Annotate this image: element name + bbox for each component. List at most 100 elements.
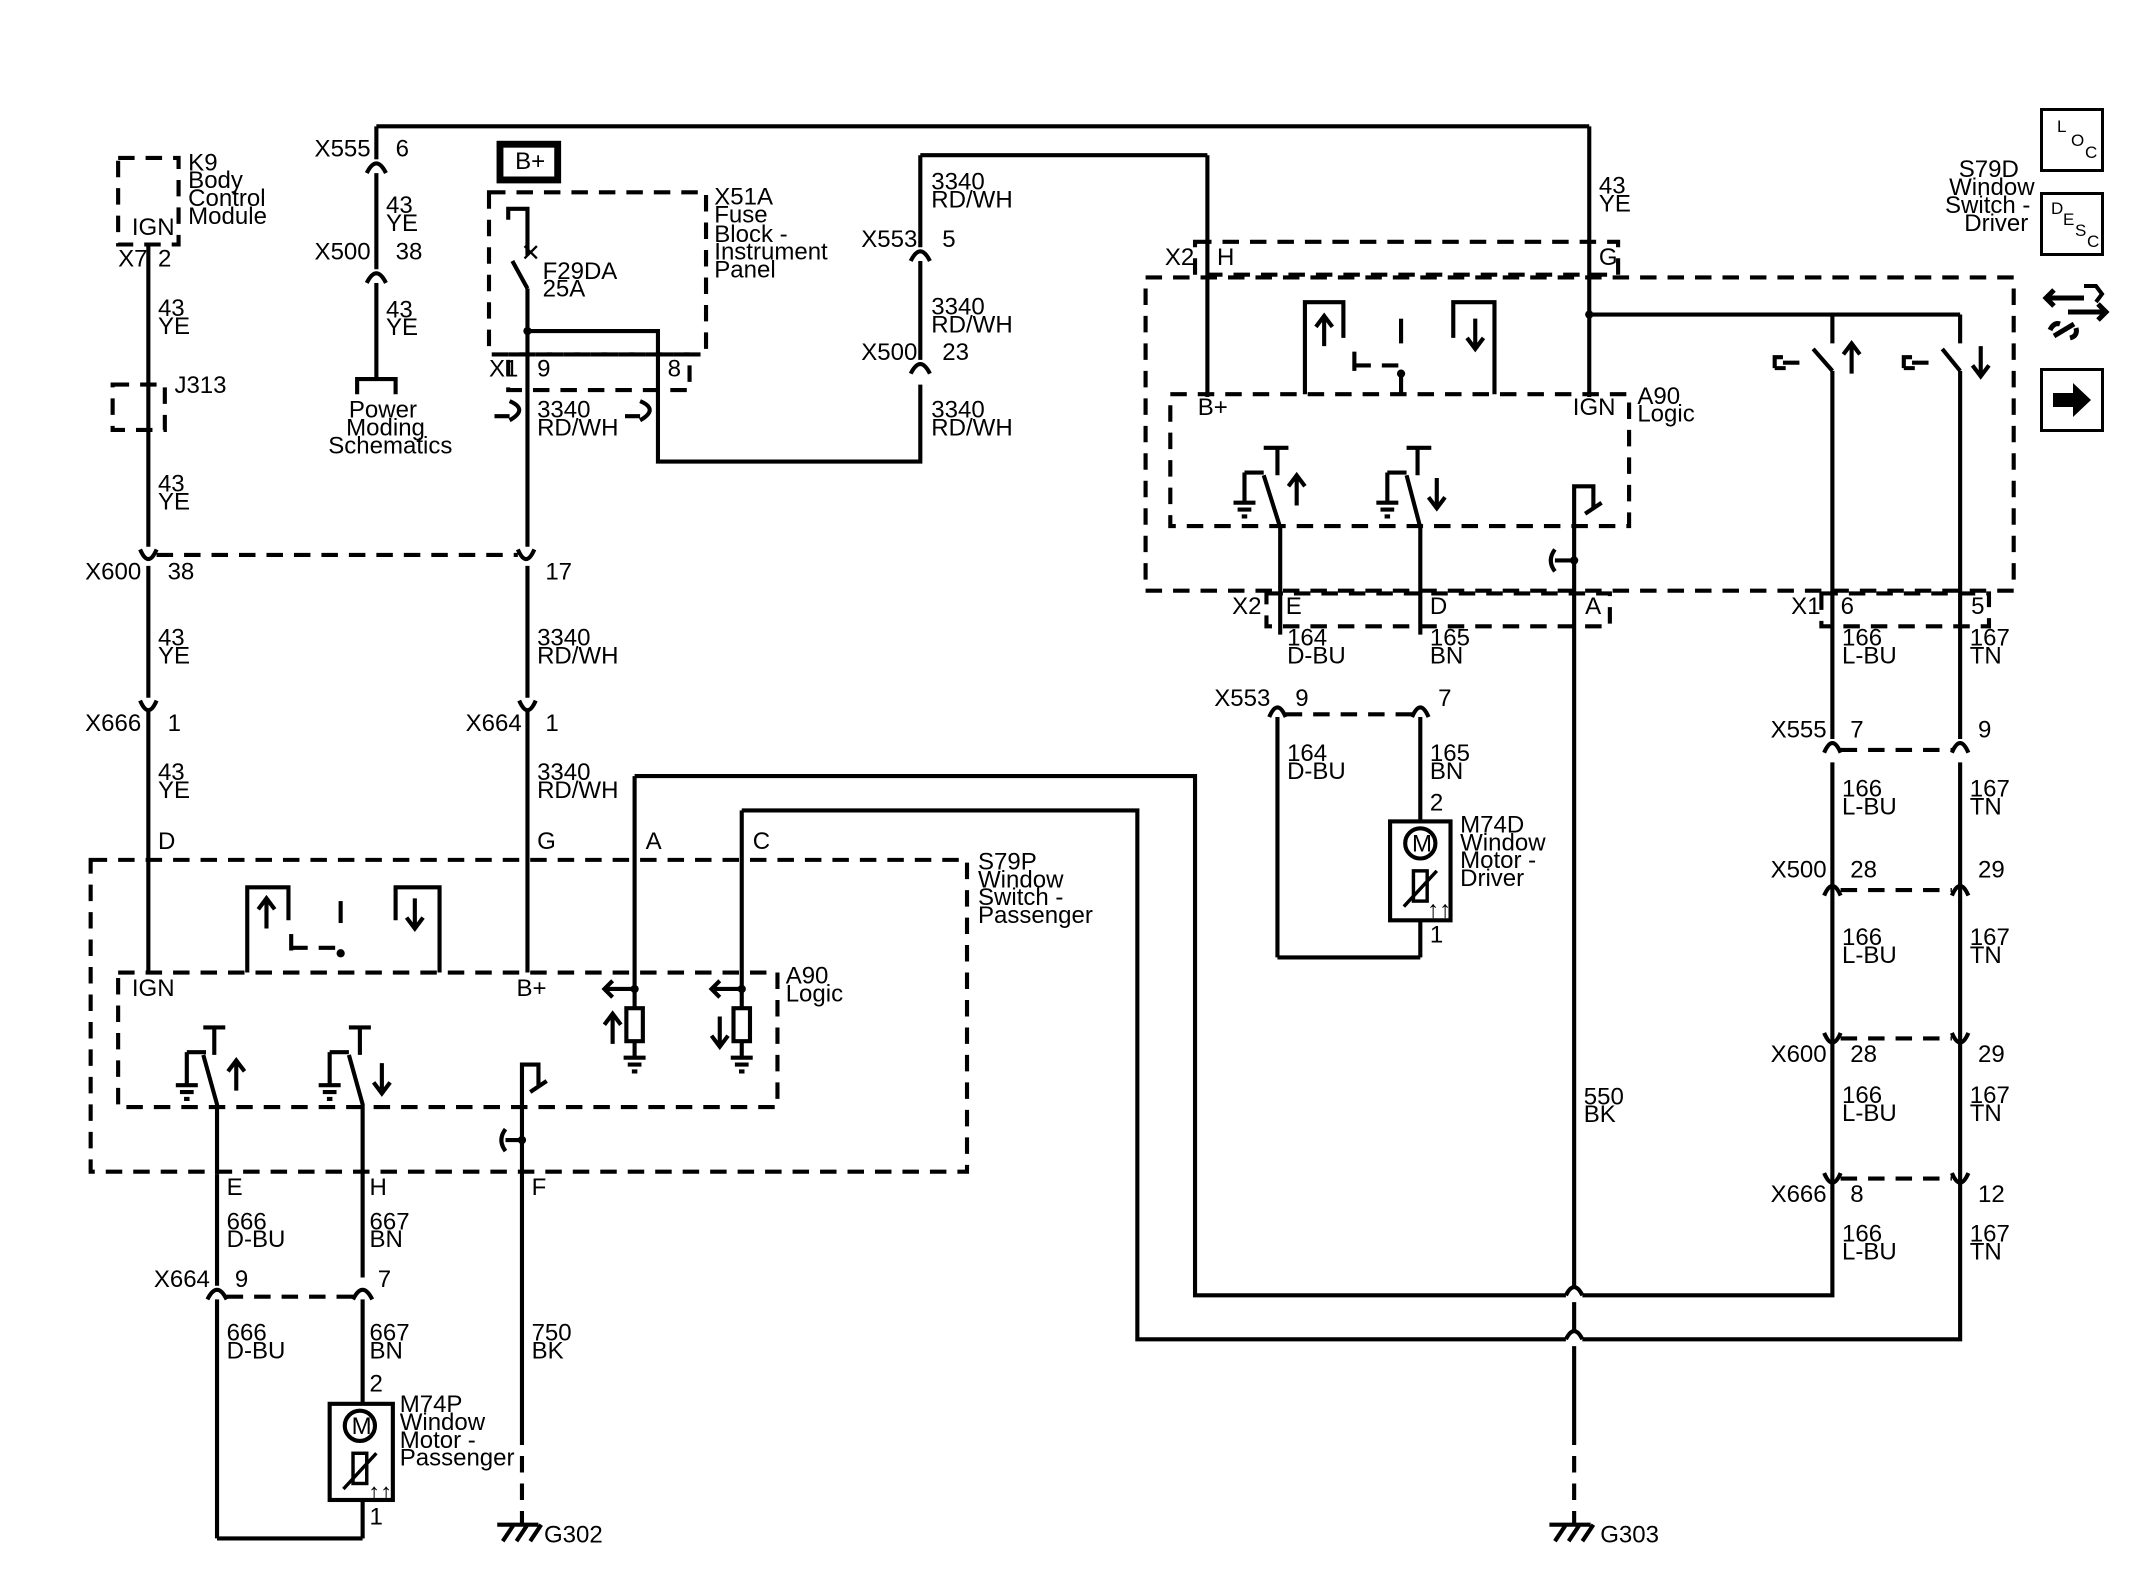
svg-text:43: 43 [158,295,185,322]
svg-text:G: G [537,828,556,855]
svg-text:F: F [532,1174,547,1201]
svg-text:750: 750 [532,1320,572,1347]
svg-text:166: 166 [1842,776,1882,803]
svg-text:Schematics: Schematics [328,432,452,459]
svg-text:1: 1 [168,710,181,737]
svg-text:F29DA: F29DA [543,258,618,285]
svg-text:Fuse: Fuse [714,202,767,229]
svg-text:TN: TN [1970,642,2002,669]
svg-text:RD/WH: RD/WH [931,186,1012,213]
svg-text:D-BU: D-BU [1287,642,1346,669]
svg-text:29: 29 [1978,1041,2005,1068]
svg-text:X500: X500 [1771,857,1827,884]
svg-text:X7: X7 [118,245,147,272]
svg-text:3340: 3340 [931,169,984,196]
svg-text:✕: ✕ [521,240,541,267]
desc-letter-c: C [2087,232,2100,251]
svg-text:↑↑: ↑↑ [1427,897,1451,924]
svg-text:Switch -: Switch - [1945,192,2030,219]
svg-text:43: 43 [386,192,413,219]
svg-text:9: 9 [1978,717,1991,744]
svg-text:IGN: IGN [132,975,175,1002]
svg-text:TN: TN [1970,794,2002,821]
svg-text:TN: TN [1970,1100,2002,1127]
next-page-button[interactable] [2040,368,2104,432]
svg-text:2: 2 [158,245,171,272]
svg-text:BN: BN [1430,642,1463,669]
ground-g302: G302 [497,1522,603,1549]
svg-text:167: 167 [1970,776,2010,803]
svg-text:666: 666 [227,1320,267,1347]
svg-text:BK: BK [532,1337,564,1364]
svg-text:X51A: X51A [714,184,773,211]
power-moding-reference[interactable]: Power Moding Schematics [328,397,452,460]
svg-text:38: 38 [396,239,423,266]
svg-text:1: 1 [369,1504,382,1531]
svg-text:23: 23 [942,339,969,366]
svg-text:M74P: M74P [400,1391,463,1418]
loc-letter-c: C [2085,143,2098,162]
svg-text:↑↑: ↑↑ [368,1479,392,1506]
svg-text:YE: YE [158,642,190,669]
svg-text:164: 164 [1287,625,1327,652]
svg-text:5: 5 [1971,593,1984,620]
location-button[interactable]: L O C [2040,108,2104,172]
svg-text:YE: YE [158,777,190,804]
svg-text:RD/WH: RD/WH [537,414,618,441]
svg-text:D: D [1430,593,1447,620]
svg-text:D-BU: D-BU [227,1226,286,1253]
svg-text:X666: X666 [85,710,141,737]
loc-letter-o: O [2071,131,2085,150]
svg-text:K9: K9 [188,149,217,176]
svg-text:B+: B+ [516,975,546,1002]
svg-text:43: 43 [158,759,185,786]
svg-text:2: 2 [369,1370,382,1397]
svg-text:Block -: Block - [714,221,787,248]
description-button[interactable]: D E S C [2040,192,2104,256]
svg-text:2: 2 [1430,789,1443,816]
desc-letter-e: E [2063,210,2075,229]
svg-text:43: 43 [386,296,413,323]
svg-text:X1: X1 [1791,593,1820,620]
svg-text:Power: Power [349,397,417,424]
desc-letter-d: D [2051,199,2064,218]
svg-text:C: C [753,828,770,855]
svg-text:X555: X555 [1771,717,1827,744]
svg-text:1: 1 [1430,921,1443,948]
svg-text:L-BU: L-BU [1842,942,1897,969]
svg-text:G302: G302 [544,1522,603,1549]
svg-text:Instrument: Instrument [714,239,828,266]
svg-text:L-BU: L-BU [1842,1100,1897,1127]
svg-text:1: 1 [545,710,558,737]
a90-logic-passenger: A90 Logic IGN B+ [116,962,843,1110]
svg-text:YE: YE [386,314,418,341]
svg-text:5: 5 [942,226,955,253]
svg-text:G: G [1599,244,1618,271]
svg-text:25A: 25A [543,276,586,303]
j313-splice: J313 [110,372,227,432]
svg-text:9: 9 [537,355,550,382]
svg-text:X500: X500 [861,339,917,366]
svg-text:X2: X2 [1165,244,1194,271]
svg-text:164: 164 [1287,740,1327,767]
svg-text:166: 166 [1842,625,1882,652]
svg-text:3340: 3340 [931,397,984,424]
svg-text:7: 7 [1438,685,1451,712]
svg-text:B+: B+ [515,148,545,175]
svg-text:BN: BN [1430,758,1463,785]
svg-text:E: E [1286,593,1302,620]
svg-text:X600: X600 [85,559,141,586]
svg-text:X553: X553 [1214,685,1270,712]
svg-text:X555: X555 [315,136,371,163]
svg-text:M74D: M74D [1460,811,1524,838]
svg-text:8: 8 [1850,1181,1863,1208]
svg-text:Passenger: Passenger [978,902,1093,929]
svg-text:Motor -: Motor - [400,1427,476,1454]
svg-text:J313: J313 [174,372,226,399]
loc-letter-l: L [2057,117,2067,136]
connector-repair-icon[interactable] [2040,276,2112,348]
svg-text:YE: YE [158,489,190,516]
svg-text:Body: Body [188,167,243,194]
svg-text:D: D [158,828,175,855]
